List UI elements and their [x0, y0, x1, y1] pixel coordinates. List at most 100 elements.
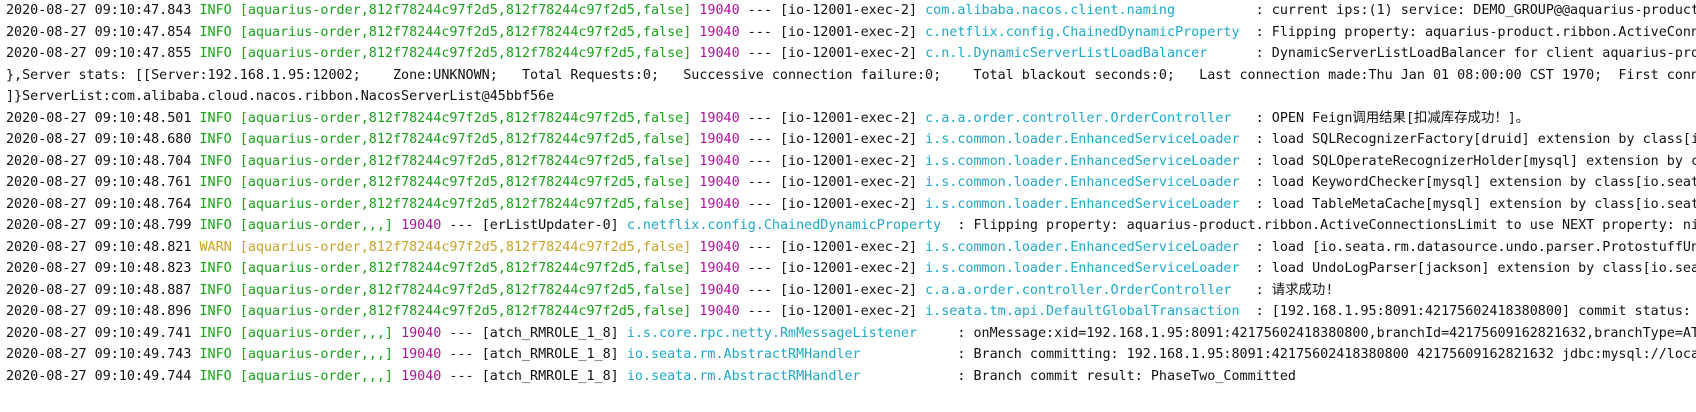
log-logger-name: i.s.common.loader.EnhancedServiceLoader: [925, 196, 1240, 212]
log-line: 2020-08-27 09:10:48.761 INFO [aquarius-o…: [0, 172, 1696, 194]
log-line: 2020-08-27 09:10:48.799 INFO [aquarius-o…: [0, 215, 1696, 237]
log-logger-name: c.a.a.order.controller.OrderController: [925, 110, 1232, 126]
log-timestamp: 2020-08-27 09:10:48.887: [6, 282, 192, 298]
log-timestamp: 2020-08-27 09:10:49.743: [6, 347, 192, 362]
log-thread: [atch_RMROLE_1_8]: [481, 325, 619, 341]
log-thread: [io-12001-exec-2]: [779, 24, 918, 40]
log-level: WARN: [199, 239, 232, 255]
log-level: INFO: [199, 304, 232, 319]
log-pid: 19040: [699, 110, 740, 126]
log-trace-context: [aquarius-order,,,]: [239, 325, 393, 341]
log-trace-context: [aquarius-order,812f78244c97f2d5,812f782…: [239, 153, 692, 169]
log-message: : onMessage:xid=192.168.1.95:8091:421756…: [957, 325, 1696, 341]
log-pid: 19040: [699, 153, 740, 169]
log-pid: 19040: [699, 175, 740, 190]
log-timestamp: 2020-08-27 09:10:47.854: [6, 24, 192, 40]
log-logger-name: c.n.l.DynamicServerListLoadBalancer: [925, 46, 1208, 61]
log-logger-name: i.s.common.loader.EnhancedServiceLoader: [925, 153, 1240, 169]
log-continuation-text: ]}ServerList:com.alibaba.cloud.nacos.rib…: [6, 89, 555, 104]
log-thread: [erListUpdater-0]: [481, 218, 619, 233]
log-thread: [io-12001-exec-2]: [779, 304, 918, 319]
log-thread: [io-12001-exec-2]: [779, 261, 918, 276]
log-timestamp: 2020-08-27 09:10:48.761: [6, 175, 192, 190]
log-level: INFO: [199, 325, 232, 341]
log-timestamp: 2020-08-27 09:10:48.501: [6, 110, 192, 126]
log-logger-name: c.a.a.order.controller.OrderController: [925, 282, 1232, 298]
log-pid: 19040: [401, 368, 442, 384]
log-line: 2020-08-27 09:10:48.704 INFO [aquarius-o…: [0, 151, 1696, 173]
log-thread: [io-12001-exec-2]: [779, 239, 918, 255]
log-level: INFO: [199, 46, 232, 61]
log-pid: 19040: [699, 46, 740, 61]
log-timestamp: 2020-08-27 09:10:48.764: [6, 196, 192, 212]
log-message: : load SQLRecognizerFactory[druid] exten…: [1255, 132, 1696, 147]
log-logger-name: io.seata.rm.AbstractRMHandler: [626, 368, 861, 384]
log-thread: [io-12001-exec-2]: [779, 110, 918, 126]
log-timestamp: 2020-08-27 09:10:49.744: [6, 368, 192, 384]
log-continuation-text: },Server stats: [[Server:192.168.1.95:12…: [6, 67, 1696, 83]
log-timestamp: 2020-08-27 09:10:48.896: [6, 304, 192, 319]
log-timestamp: 2020-08-27 09:10:48.823: [6, 261, 192, 276]
log-line: 2020-08-27 09:10:49.744 INFO [aquarius-o…: [6, 368, 1296, 384]
log-trace-context: [aquarius-order,812f78244c97f2d5,812f782…: [239, 110, 692, 126]
log-message: : load UndoLogParser[jackson] extension …: [1255, 261, 1696, 276]
log-level: INFO: [199, 261, 232, 276]
log-line: 2020-08-27 09:10:49.743 INFO [aquarius-o…: [0, 344, 1696, 366]
log-timestamp: 2020-08-27 09:10:47.843: [6, 3, 192, 18]
log-pid: 19040: [699, 261, 740, 276]
log-logger-name: i.s.common.loader.EnhancedServiceLoader: [925, 261, 1240, 276]
log-line: 2020-08-27 09:10:47.855 INFO [aquarius-o…: [0, 43, 1696, 65]
log-trace-context: [aquarius-order,812f78244c97f2d5,812f782…: [239, 3, 692, 18]
log-message: : load KeywordChecker[mysql] extension b…: [1255, 175, 1696, 190]
log-level: INFO: [199, 175, 232, 190]
log-timestamp: 2020-08-27 09:10:48.680: [6, 132, 192, 147]
log-trace-context: [aquarius-order,,,]: [239, 218, 393, 233]
log-level: INFO: [199, 110, 232, 126]
log-pid: 19040: [699, 196, 740, 212]
log-line: 2020-08-27 09:10:48.501 INFO [aquarius-o…: [6, 110, 1530, 126]
log-thread: [io-12001-exec-2]: [779, 46, 918, 61]
log-pid: 19040: [401, 325, 442, 341]
log-line: 2020-08-27 09:10:48.821 WARN [aquarius-o…: [0, 237, 1696, 259]
log-line: 2020-08-27 09:10:48.887 INFO [aquarius-o…: [6, 282, 1334, 298]
log-message: : Branch committing: 192.168.1.95:8091:4…: [957, 347, 1696, 362]
log-message: : 请求成功!: [1255, 282, 1334, 298]
log-level: INFO: [199, 3, 232, 18]
log-message: : Branch commit result: PhaseTwo_Committ…: [957, 368, 1296, 384]
log-line: },Server stats: [[Server:192.168.1.95:12…: [0, 65, 1696, 87]
log-message: : load [io.seata.rm.datasource.undo.pars…: [1255, 239, 1696, 255]
log-logger-name: i.s.common.loader.EnhancedServiceLoader: [925, 132, 1240, 147]
log-thread: [io-12001-exec-2]: [779, 132, 918, 147]
log-trace-context: [aquarius-order,812f78244c97f2d5,812f782…: [239, 304, 692, 319]
log-logger-name: c.netflix.config.ChainedDynamicProperty: [925, 24, 1240, 40]
log-line: 2020-08-27 09:10:48.823 INFO [aquarius-o…: [0, 258, 1696, 280]
log-level: INFO: [199, 347, 232, 362]
log-logger-name: i.s.core.rpc.netty.RmMessageListener: [626, 325, 918, 341]
log-level: INFO: [199, 368, 232, 384]
log-pid: 19040: [699, 282, 740, 298]
log-pid: 19040: [401, 347, 442, 362]
log-pid: 19040: [401, 218, 442, 233]
log-trace-context: [aquarius-order,812f78244c97f2d5,812f782…: [239, 239, 692, 255]
log-timestamp: 2020-08-27 09:10:48.704: [6, 153, 192, 169]
log-message: : load SQLOperateRecognizerHolder[mysql]…: [1255, 153, 1696, 169]
log-pid: 19040: [699, 132, 740, 147]
log-message: : Flipping property: aquarius-product.ri…: [1255, 24, 1696, 40]
log-trace-context: [aquarius-order,812f78244c97f2d5,812f782…: [239, 196, 692, 212]
log-trace-context: [aquarius-order,812f78244c97f2d5,812f782…: [239, 282, 692, 298]
log-line: 2020-08-27 09:10:48.680 INFO [aquarius-o…: [0, 129, 1696, 151]
log-message: : DynamicServerListLoadBalancer for clie…: [1255, 46, 1696, 61]
log-thread: [io-12001-exec-2]: [779, 175, 918, 190]
log-trace-context: [aquarius-order,,,]: [239, 347, 393, 362]
log-logger-name: i.s.common.loader.EnhancedServiceLoader: [925, 175, 1240, 190]
log-timestamp: 2020-08-27 09:10:47.855: [6, 46, 192, 61]
log-trace-context: [aquarius-order,812f78244c97f2d5,812f782…: [239, 261, 692, 276]
log-timestamp: 2020-08-27 09:10:48.821: [6, 239, 192, 255]
log-line: 2020-08-27 09:10:47.854 INFO [aquarius-o…: [0, 22, 1696, 44]
log-message: : [192.168.1.95:8091:42175602418380800] …: [1255, 304, 1691, 319]
log-level: INFO: [199, 196, 232, 212]
log-thread: [io-12001-exec-2]: [779, 153, 918, 169]
log-trace-context: [aquarius-order,812f78244c97f2d5,812f782…: [239, 132, 692, 147]
log-timestamp: 2020-08-27 09:10:49.741: [6, 325, 192, 341]
